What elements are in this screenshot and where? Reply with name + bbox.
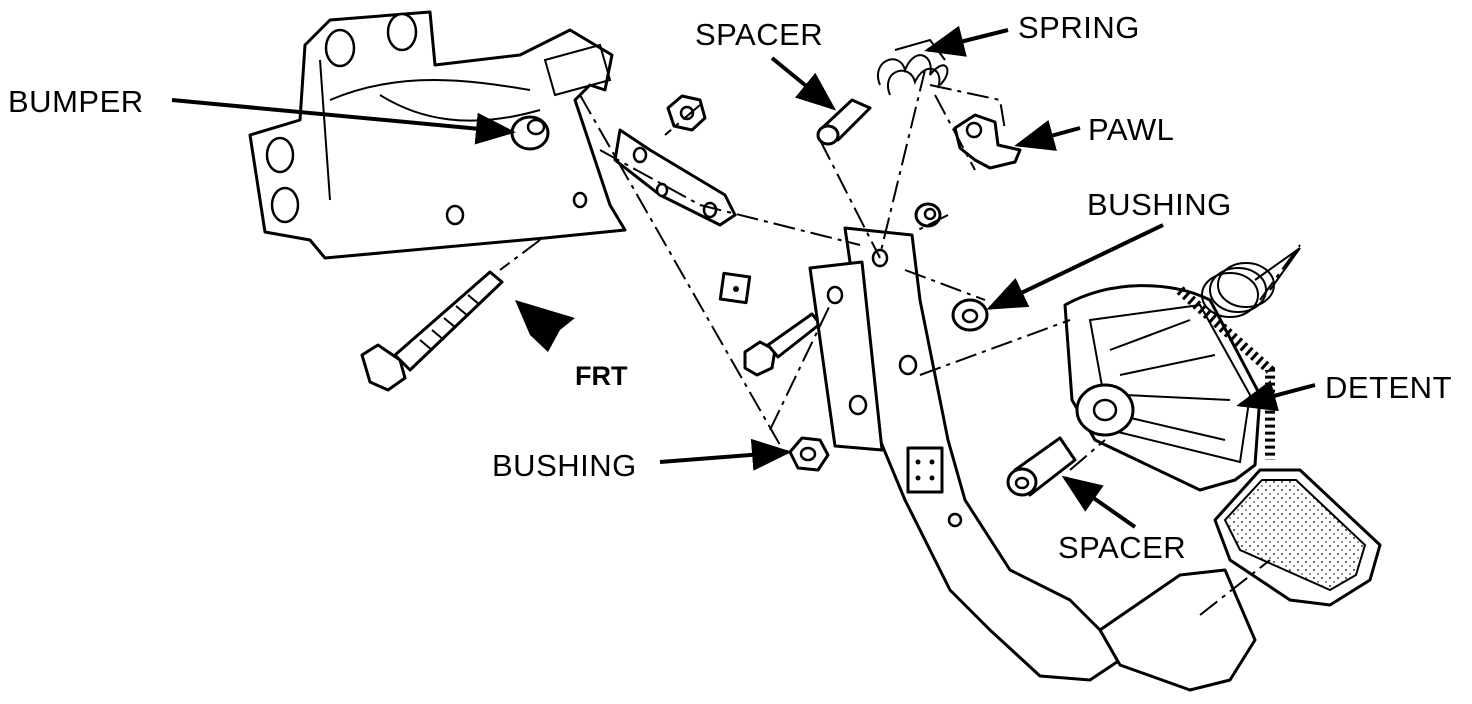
pedal-arm xyxy=(808,226,1122,682)
leader-bushing-right xyxy=(986,223,1164,310)
leader-detent xyxy=(1236,380,1316,412)
label-spacer-bottom: SPACER xyxy=(1058,530,1186,565)
leader-spacer-bottom xyxy=(1061,475,1137,529)
assembly-lines xyxy=(499,69,1301,616)
nut-right xyxy=(914,202,942,228)
small-bolt xyxy=(718,271,822,377)
label-bushing-right: BUSHING xyxy=(1087,187,1232,222)
pedal-pad xyxy=(1098,468,1382,692)
leader-spring xyxy=(924,25,1009,57)
leader-bushing-left xyxy=(659,438,792,471)
spacer-bottom-part xyxy=(1006,436,1077,497)
leader-spacer-top xyxy=(770,56,837,111)
mounting-bracket xyxy=(248,10,627,260)
detent-sector xyxy=(1063,284,1275,492)
spacer-top-part xyxy=(816,98,872,146)
leader-bumper xyxy=(171,98,516,145)
label-bumper: BUMPER xyxy=(8,84,144,119)
bumper-part xyxy=(510,115,550,151)
callouts: BUMPER SPACER SPRING PAWL BUSHING DETENT… xyxy=(8,10,1452,565)
label-pawl: PAWL xyxy=(1088,112,1174,147)
nut-top xyxy=(666,94,707,132)
front-arrow xyxy=(515,300,575,352)
pivot-link xyxy=(613,128,737,227)
pawl-part xyxy=(953,113,1022,170)
label-front: FRT xyxy=(575,361,628,391)
long-bolt xyxy=(360,270,504,392)
bushing-left-part xyxy=(788,436,830,472)
label-detent: DETENT xyxy=(1325,370,1452,405)
bushing-right-part xyxy=(951,298,989,332)
return-spring xyxy=(1201,247,1301,318)
label-spring: SPRING xyxy=(1018,10,1140,45)
label-spacer-top: SPACER xyxy=(695,17,823,52)
leader-pawl xyxy=(1014,120,1081,151)
label-bushing-left: BUSHING xyxy=(492,448,637,483)
